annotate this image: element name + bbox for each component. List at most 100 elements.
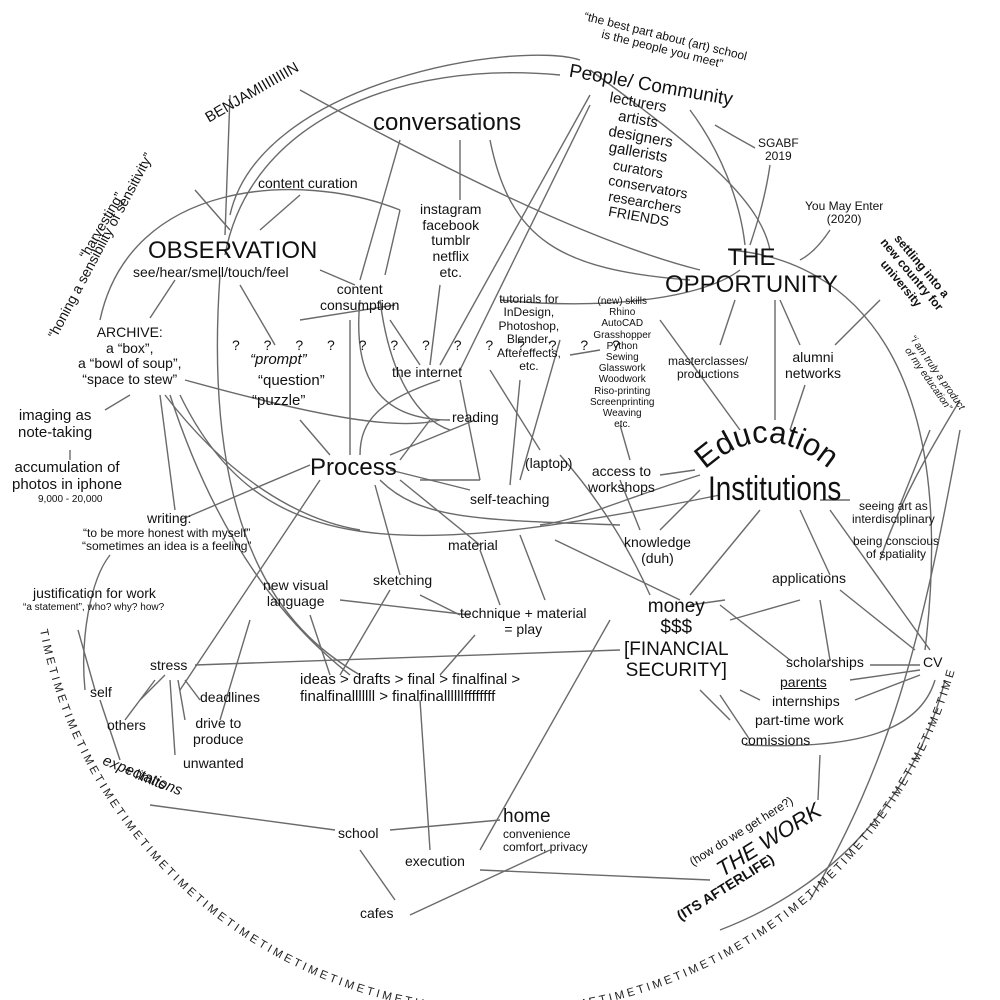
link-arc [689, 109, 746, 246]
link-line [479, 619, 611, 851]
content-curation-node: content curation [258, 175, 358, 191]
others-node: others [107, 717, 146, 733]
link-line [358, 299, 451, 421]
link-line [554, 539, 681, 601]
prompt-node: “prompt” [250, 351, 307, 368]
link-line [339, 589, 391, 676]
link-arc [229, 54, 581, 216]
conversations-node: conversations [373, 109, 522, 136]
link-line [817, 754, 821, 801]
link-line [194, 649, 621, 666]
writing-quotes: “to be more honest with myself” “sometim… [82, 526, 252, 554]
tutorials-node: tutorials for InDesign, Photoshop, Blend… [497, 292, 561, 374]
cafes-node: cafes [360, 905, 394, 921]
link-line [149, 279, 176, 319]
knowledge-node: knowledge (duh) [624, 534, 691, 566]
process-node: Process [310, 454, 397, 481]
internet-node: the internet [392, 364, 463, 380]
drive-node: drive to produce [193, 715, 244, 747]
link-line [339, 599, 471, 616]
link-line [299, 304, 396, 321]
skills-node: (new) skills Rhino AutoCAD Grasshopper P… [590, 296, 655, 431]
puzzle-node: “puzzle” [252, 392, 306, 409]
link-line [389, 419, 476, 456]
link-line [374, 484, 401, 576]
imaging-node: imaging as note-taking [18, 407, 93, 441]
material-node: material [448, 537, 498, 553]
link-line [389, 319, 421, 366]
self-teaching-node: self-teaching [470, 491, 550, 507]
home-node: home [503, 806, 551, 827]
content-consumption-node: content consumption [320, 281, 400, 313]
justification-node: justification for work [33, 585, 156, 601]
link-line [659, 319, 741, 431]
link-arc [749, 164, 771, 246]
link-line [164, 394, 361, 531]
link-arc [99, 188, 401, 321]
link-line [389, 819, 501, 831]
link-line [184, 679, 201, 701]
link-line [699, 689, 731, 721]
link-line [149, 804, 336, 831]
link-line [519, 534, 546, 601]
link-line [689, 599, 726, 606]
link-line [379, 299, 451, 431]
link-line [839, 589, 916, 651]
link-line [359, 139, 401, 281]
link-line [809, 429, 961, 901]
senses-node: see/hear/smell/touch/feel [133, 264, 289, 280]
new-visual-language-node: new visual language [263, 577, 329, 609]
you-may-enter-node: You May Enter (2020) [805, 199, 884, 227]
link-line [439, 634, 476, 676]
money-node: money $$$ [FINANCIAL SECURITY] [624, 596, 729, 681]
link-line [359, 849, 396, 901]
link-arc [729, 249, 933, 651]
part-time-node: part-time work [755, 712, 844, 728]
access-workshops-node: access to workshops [588, 463, 655, 495]
link-line [379, 479, 621, 526]
home-sub: convenience comfort, privacy [503, 827, 588, 855]
link-line [299, 419, 331, 456]
unwanted-node: unwanted [183, 755, 244, 771]
link-arc [299, 89, 701, 271]
link-line [439, 94, 591, 366]
photo-count-node: 9,000 - 20,000 [38, 494, 103, 505]
link-line [409, 849, 551, 916]
link-line [139, 674, 166, 701]
link-arc [799, 229, 831, 261]
reading-node: reading [452, 409, 499, 425]
people-list: lecturers artists designers gallerists c… [607, 89, 689, 230]
conscious-node: being conscious of spatiality [853, 534, 940, 562]
comissions-node: comissions [741, 732, 811, 748]
link-line [179, 464, 311, 521]
link-arc [589, 69, 771, 251]
the-opportunity-node: THE OPPORTUNITY [665, 244, 838, 298]
link-line [184, 379, 441, 425]
link-line [399, 419, 431, 461]
link-line [569, 349, 601, 356]
link-line [169, 679, 176, 756]
link-line [719, 299, 736, 346]
link-line [879, 399, 961, 561]
link-line [739, 689, 761, 701]
link-line [899, 429, 931, 506]
link-arc [714, 124, 756, 149]
link-line [104, 394, 131, 411]
parents-node: parents [780, 674, 827, 690]
archive-node: ARCHIVE: a “box”, a “bowl of soup”, “spa… [78, 324, 182, 388]
link-line [319, 269, 356, 286]
link-line [519, 339, 561, 481]
link-line [479, 869, 711, 881]
link-line [619, 424, 631, 461]
link-line [219, 619, 251, 721]
link-line [659, 489, 701, 531]
link-line [834, 299, 881, 346]
link-line [744, 679, 936, 747]
writing-node: writing: [147, 510, 192, 526]
link-line [789, 384, 806, 431]
link-line [619, 479, 641, 531]
link-arc [224, 72, 561, 256]
